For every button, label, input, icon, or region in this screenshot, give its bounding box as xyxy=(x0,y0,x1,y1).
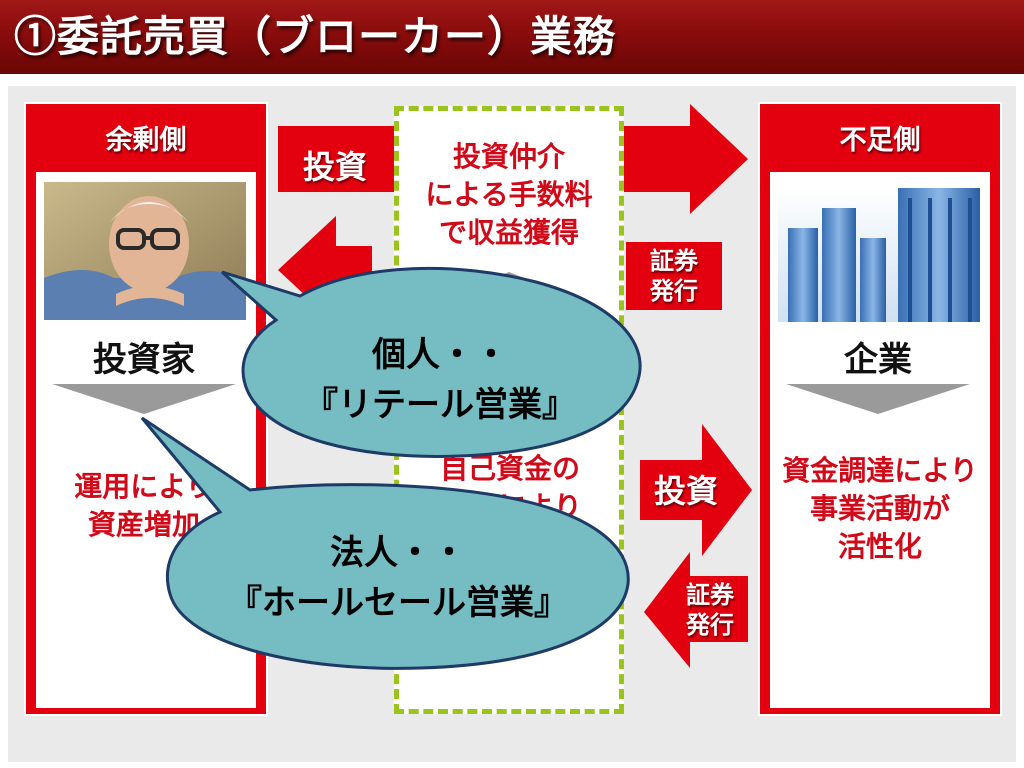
broker-hidden-line: 自己資金の xyxy=(439,452,580,485)
invest-label-top: 投資 xyxy=(302,148,367,186)
securities-arrow-bottom xyxy=(644,552,748,668)
investor-down-triangle xyxy=(52,384,236,414)
title-bar: ①委託売買（ブローカー）業務 xyxy=(0,0,1024,74)
broker-top-text: 投資仲介 による手数料 で収益獲得 xyxy=(404,138,614,252)
retail-bubble-line: 『リテール営業』 xyxy=(304,385,576,425)
company-photo xyxy=(778,188,980,322)
securities-label-bottom: 証券 発行 xyxy=(670,580,750,640)
company-benefit-line: 資金調達により xyxy=(782,454,978,487)
broker-text-line: による手数料 xyxy=(425,178,593,211)
broker-text-line: 投資仲介 xyxy=(452,140,565,173)
securities-label-line: 発行 xyxy=(686,610,734,639)
retail-bubble xyxy=(221,266,642,458)
securities-label-line: 証券 xyxy=(650,246,698,275)
wholesale-bubble-line: 『ホールセール営業』 xyxy=(228,583,568,623)
deficit-header: 不足側 xyxy=(839,125,921,156)
investor-benefit-line: 資産増加 xyxy=(87,508,200,541)
retail-bubble-line: 個人・・ xyxy=(372,335,508,375)
wholesale-bubble xyxy=(140,416,630,670)
company-benefit-line: 事業活動が xyxy=(809,492,950,525)
investor-label: 投資家 xyxy=(93,340,195,380)
company-benefit-line: 活性化 xyxy=(837,530,922,563)
wholesale-bubble-line: 法人・・ xyxy=(330,533,466,573)
investor-photo xyxy=(44,182,246,320)
securities-label-line: 証券 xyxy=(686,580,734,609)
securities-label-top-bg xyxy=(626,242,722,310)
surplus-header: 余剰側 xyxy=(105,125,187,156)
slide-title: ①委託売買（ブローカー）業務 xyxy=(14,12,617,61)
investor-benefit: 運用により 資産増加 xyxy=(44,468,244,544)
company-down-triangle xyxy=(786,384,970,414)
retail-bubble-text: 個人・・ 『リテール営業』 xyxy=(270,330,610,430)
wholesale-bubble-text: 法人・・ 『ホールセール営業』 xyxy=(178,528,618,628)
company-benefit: 資金調達により 事業活動が 活性化 xyxy=(764,452,996,566)
securities-arrow-top-left xyxy=(278,216,372,324)
invest-label-bottom: 投資 xyxy=(653,472,718,510)
broker-text-line: で収益獲得 xyxy=(438,216,579,249)
securities-label-line: 発行 xyxy=(650,276,698,305)
securities-label-top: 証券 発行 xyxy=(626,246,722,306)
invest-arrow-bottom xyxy=(640,424,752,556)
company-label: 企業 xyxy=(844,340,912,380)
